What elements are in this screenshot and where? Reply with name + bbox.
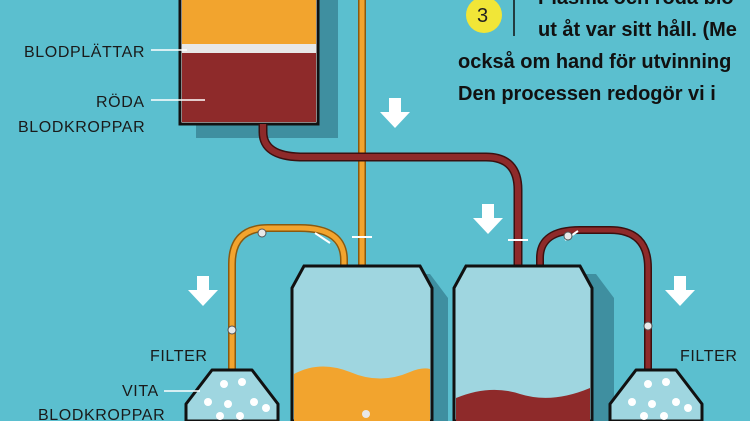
right-loop-tube-fill (537, 227, 651, 372)
plasma-liquid (294, 366, 430, 421)
red-tube-main-fill (260, 124, 521, 268)
down-arrow-icon (473, 204, 503, 234)
step-text-line-3: också om hand för utvinning (458, 50, 731, 73)
red-cell-container (452, 264, 614, 421)
down-arrow-icon (380, 98, 410, 128)
step-badge (466, 0, 502, 33)
filter-right (608, 368, 704, 421)
filter-left-cell (204, 398, 212, 406)
filter-left-cell (216, 412, 224, 420)
label-blodplattar: BLODPLÄTTAR (24, 43, 145, 61)
filter-left-cell (262, 404, 270, 412)
red-tube-main (258, 124, 523, 268)
label-filter-right: FILTER (680, 348, 738, 365)
left-loop-bubble-2 (227, 325, 237, 335)
right-loop-bubble-2 (643, 321, 653, 331)
label-roda: RÖDA (96, 93, 145, 111)
red-container-body (452, 264, 594, 421)
filter-left (184, 368, 280, 421)
step-number: 3 (477, 5, 488, 27)
filter-left-cell (236, 412, 244, 420)
plasma-bubble (362, 410, 370, 418)
left-loop-mark (314, 232, 331, 244)
red-liquid (456, 388, 590, 421)
left-loop-tube-fill (229, 225, 347, 372)
label-filter-left: FILTER (150, 348, 208, 365)
down-arrow-icon (665, 276, 695, 306)
filter-left-bag (184, 368, 280, 421)
filter-right-bag (608, 368, 704, 421)
filter-right-cell (660, 412, 668, 420)
label-vita-blodkroppar: BLODKROPPAR (38, 407, 165, 421)
platelet-layer (182, 44, 316, 53)
filter-right-cell (644, 380, 652, 388)
filter-left-cell (238, 378, 246, 386)
plasma-layer (182, 0, 316, 44)
filter-right-cell (672, 398, 680, 406)
step-text-line-1: Plasma och röda blo (538, 0, 734, 9)
step-text-line-2: ut åt var sitt håll. (Me (538, 18, 737, 41)
step-text-line-4: Den processen redogör vi i (458, 83, 716, 105)
filter-left-cell (220, 380, 228, 388)
right-loop-bubble-1 (563, 231, 573, 241)
label-blodkroppar: BLODKROPPAR (18, 119, 145, 136)
plasma-container (290, 264, 448, 421)
centrifuge-tube (178, 0, 338, 138)
filter-left-cell (250, 398, 258, 406)
down-arrow-icon (188, 276, 218, 306)
filter-right-cell (662, 378, 670, 386)
red-cell-layer (182, 53, 316, 122)
filter-right-cell (628, 398, 636, 406)
left-loop-bubble-1 (257, 228, 267, 238)
filter-right-cell (684, 404, 692, 412)
filter-right-cell (640, 412, 648, 420)
filter-right-cell (648, 400, 656, 408)
label-vita: VITA (122, 383, 159, 400)
filter-left-cell (224, 400, 232, 408)
